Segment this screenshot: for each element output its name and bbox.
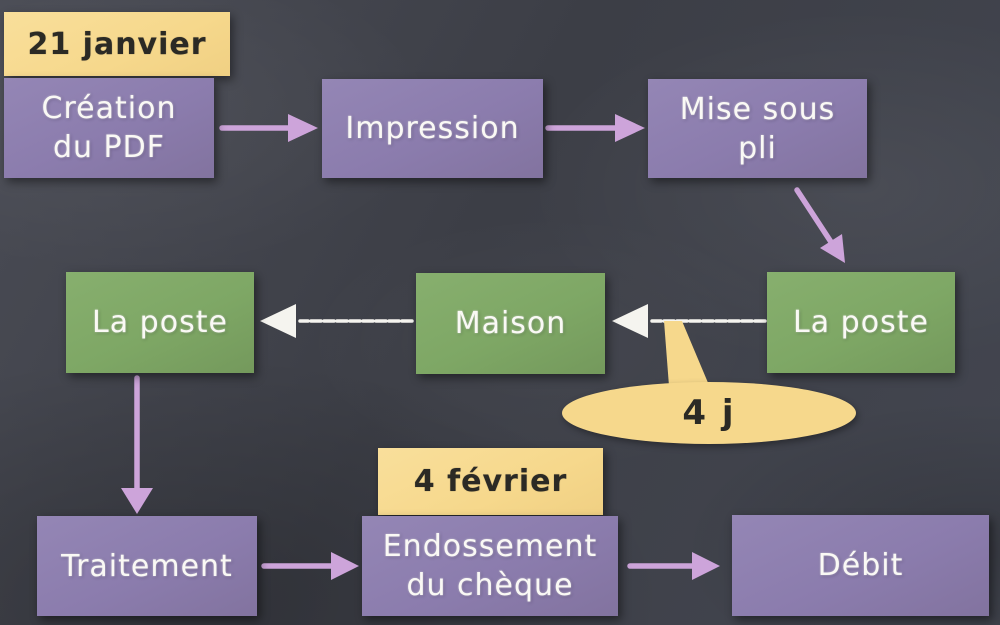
date-badge-4-fevrier: 4 février [378,448,603,515]
callout-duree-4j-label: 4 j [682,393,736,433]
arrow-la-poste-to-traitement [121,375,153,514]
node-impression: Impression [322,79,543,178]
date-badge-4-fevrier-label: 4 février [413,464,568,499]
node-traitement-label: Traitement [61,548,233,584]
node-impression-label: Impression [345,111,520,146]
date-badge-21-janvier-label: 21 janvier [27,26,207,62]
date-badge-21-janvier: 21 janvier [4,12,230,76]
arrow-maison-to-la-poste [260,304,414,338]
arrow-traitement-to-endossement [261,552,359,580]
node-la-poste-gauche: La poste [66,272,254,373]
arrow-creation-to-impression [219,114,318,142]
callout-tail [664,321,714,399]
arrow-la-poste-to-maison [612,304,767,338]
node-la-poste-droite-label: La poste [793,305,929,340]
node-endossement: Endossement du chèque [362,516,618,616]
node-creation-du-pdf-label: Création du PDF [41,91,177,165]
node-mise-sous-pli: Mise sous pli [648,79,867,178]
node-maison-label: Maison [454,306,567,341]
node-la-poste-droite: La poste [767,272,955,373]
node-la-poste-gauche-label: La poste [92,305,228,340]
callout-duree-4j: 4 j [562,382,856,444]
node-endossement-label: Endossement du chèque [382,529,598,603]
node-traitement: Traitement [37,516,257,616]
node-creation-du-pdf: Création du PDF [4,78,214,178]
arrow-endossement-to-debit [627,552,720,580]
node-debit: Débit [732,515,989,616]
node-mise-sous-pli-label: Mise sous pli [679,91,836,166]
arrow-mise-sous-pli-to-la-poste [794,187,845,263]
node-maison: Maison [416,273,605,374]
node-debit-label: Débit [817,548,904,583]
arrow-impression-to-mise-sous-pli [545,114,645,142]
